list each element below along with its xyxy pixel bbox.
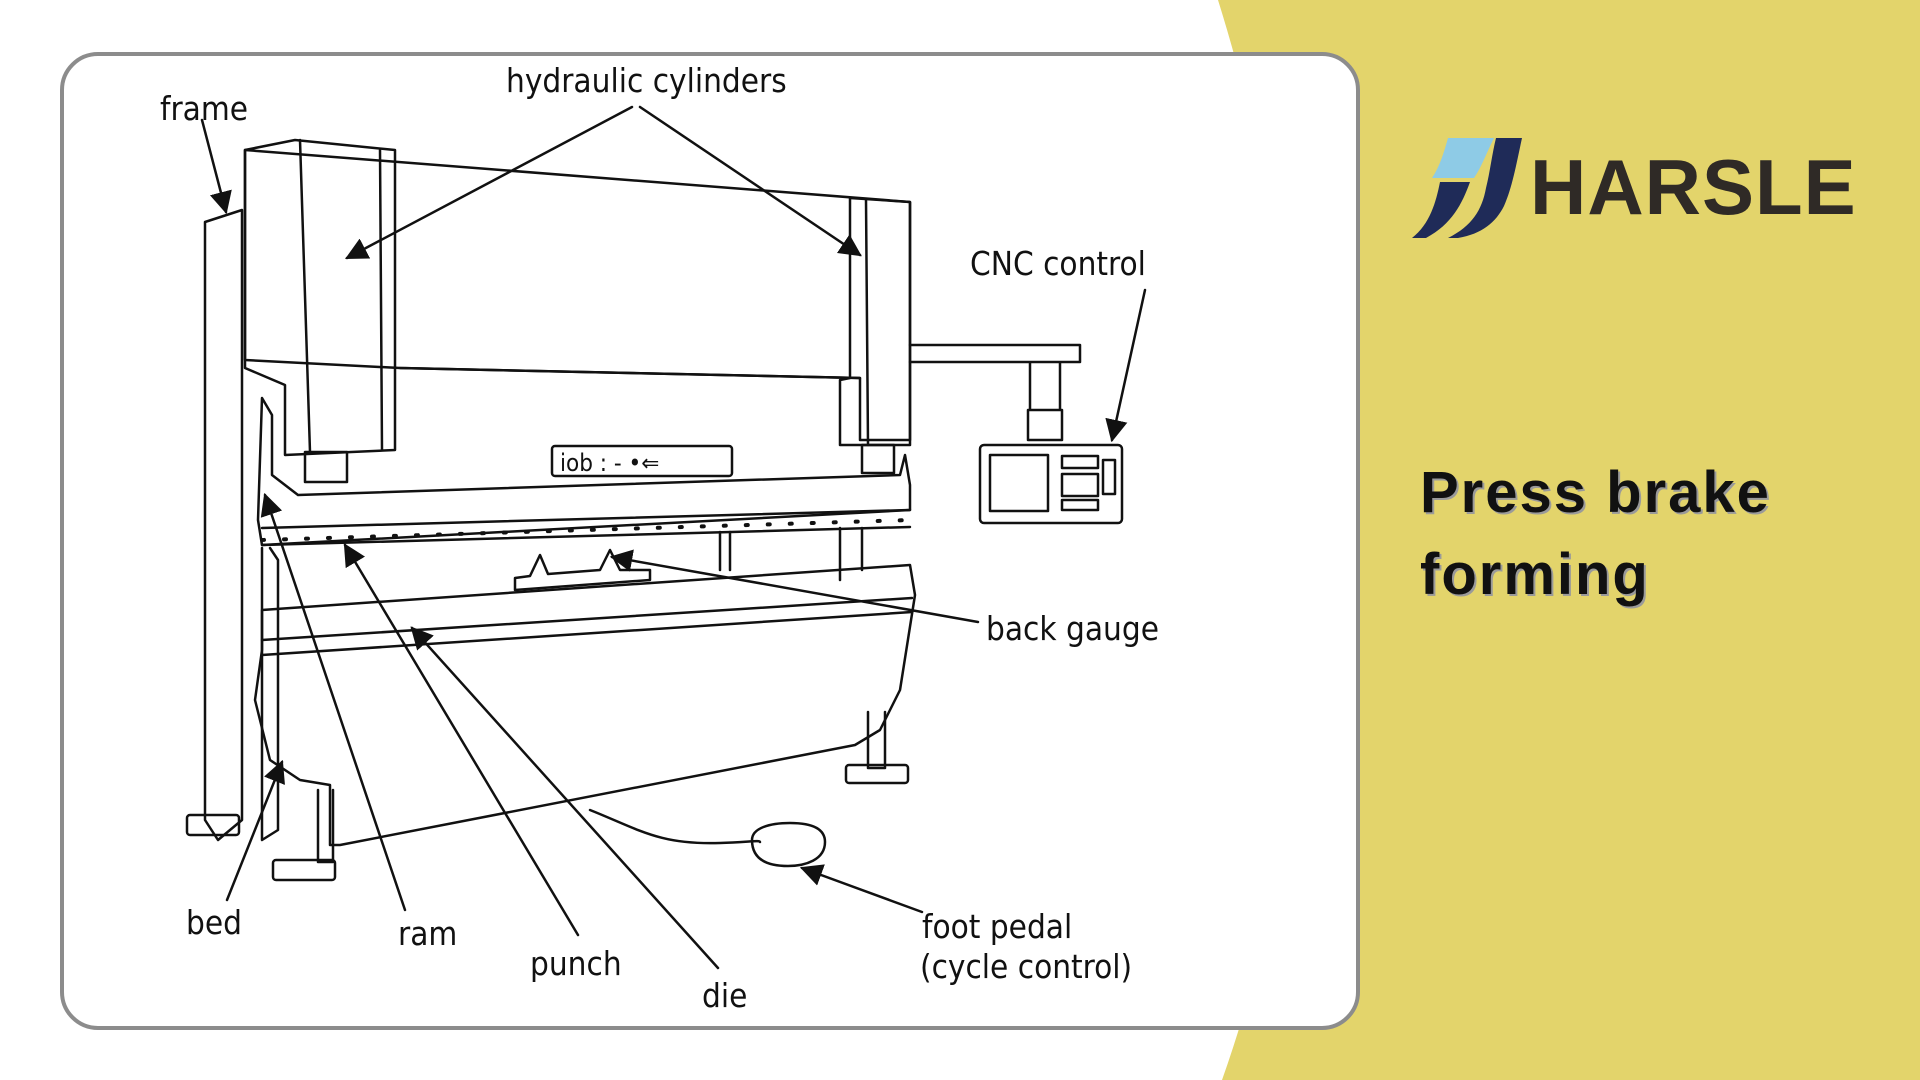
cnc-button-2 — [1060, 472, 1100, 498]
brand-name: HARSLE — [1530, 143, 1857, 231]
left-foot-front — [271, 858, 337, 882]
logo-navy-shape-right — [1448, 138, 1522, 238]
label-bed: bed — [186, 903, 242, 942]
upper-beam — [243, 148, 912, 442]
diagram-labels: frame hydraulic cylinders CNC control ba… — [160, 61, 1159, 1015]
bed-block — [253, 563, 917, 847]
label-back-gauge: back gauge — [986, 609, 1159, 648]
leader-ram — [260, 492, 407, 912]
cnc-arm — [908, 343, 1082, 442]
right-cylinder-line — [864, 198, 870, 447]
cnc-screen — [988, 453, 1050, 513]
leader-hydraulic-left — [345, 105, 634, 260]
logo-navy-shape-left — [1412, 182, 1470, 238]
leader-die — [410, 626, 720, 970]
foot-pedal-cable — [588, 808, 762, 845]
leader-bed — [225, 759, 285, 902]
logo-light-blue-shape — [1432, 138, 1494, 178]
label-ram: ram — [398, 914, 457, 953]
left-cylinder-rod — [303, 450, 349, 484]
ram-control-panel — [550, 444, 734, 478]
label-foot-pedal-line1: foot pedal — [922, 907, 1072, 946]
slide-title: Press brake forming — [1420, 460, 1771, 607]
cnc-button-3 — [1060, 498, 1100, 512]
leader-back-gauge — [609, 549, 980, 624]
leader-punch — [343, 543, 580, 937]
label-frame: frame — [160, 89, 248, 128]
harsle-logo-mark — [1412, 138, 1522, 238]
right-hydraulic-cylinder — [838, 196, 912, 447]
die-rail — [260, 596, 914, 657]
diagram-card — [60, 52, 1360, 1030]
right-foot — [844, 763, 910, 785]
left-cylinder-line-2 — [378, 148, 384, 452]
ram-lower-edge — [260, 508, 912, 547]
leader-cnc — [1105, 288, 1147, 443]
leader-lines — [200, 105, 1147, 970]
left-foot-back — [185, 813, 241, 837]
punch-strip — [260, 518, 912, 542]
machine-drawing: iob : - •⇐ — [185, 138, 1124, 882]
leader-hydraulic-right — [638, 105, 862, 257]
label-hydraulic-cylinders: hydraulic cylinders — [506, 61, 787, 100]
foot-pedal — [750, 821, 827, 868]
upper-beam-edge — [398, 366, 862, 380]
cnc-control-unit — [978, 443, 1124, 525]
side-frame — [203, 208, 244, 842]
right-cylinder-rod — [860, 443, 896, 475]
left-leg — [316, 788, 335, 864]
left-cylinder-line — [298, 138, 312, 454]
label-foot-pedal-line2: (cycle control) — [920, 947, 1132, 986]
right-leg — [866, 710, 887, 770]
frame-column — [260, 526, 864, 842]
cnc-knob — [1101, 458, 1117, 496]
label-cnc-control: CNC control — [970, 244, 1146, 283]
back-gauge-bar — [513, 548, 652, 592]
ram — [256, 396, 912, 547]
label-punch: punch — [530, 944, 622, 983]
label-die: die — [702, 976, 747, 1015]
yellow-panel — [1218, 0, 1920, 1080]
cnc-button-1 — [1060, 454, 1100, 470]
leader-foot-pedal — [799, 864, 924, 914]
ram-panel-display: iob : - •⇐ — [560, 449, 659, 477]
leader-frame — [200, 118, 232, 215]
